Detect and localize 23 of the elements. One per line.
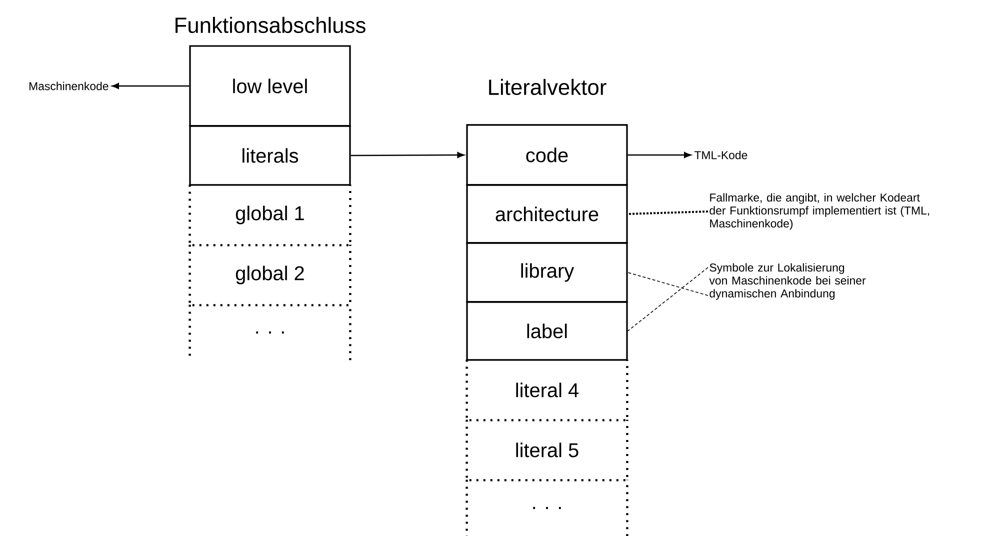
slot-box: global 2 (188, 244, 352, 306)
slot-box: literals (189, 125, 351, 186)
slot-box: library (466, 242, 628, 303)
slot-box: . . . (466, 478, 628, 536)
annotation-text: Maschinenkode (30, 82, 108, 90)
annotation-text: Fallmarke, die angibt, in welcher Kodeart der Funktionsrumpf implementiert ist (TML, Maschinenkode) (710, 193, 930, 230)
slot-box: global 1 (188, 184, 352, 246)
slot-box: literal 4 (466, 360, 628, 422)
slot-box: code (466, 124, 628, 186)
leader-line (627, 267, 708, 332)
arrow (350, 152, 464, 158)
slot-box: label (466, 301, 628, 361)
leader-line (627, 272, 708, 296)
slot-box: architecture (466, 184, 628, 244)
slot-box: . . . (188, 304, 352, 362)
annotation-text: TML-Kode (694, 150, 748, 160)
heading: Literalvektor (489, 78, 606, 96)
slot-box: literal 5 (466, 420, 628, 482)
arrow (112, 83, 190, 89)
annotation-text: Symbole zur Lokalisierung von Maschinenkode bei seiner dynamischen Anbindung (709, 263, 866, 300)
leader-line (628, 210, 708, 215)
slot-box: low level (189, 45, 351, 127)
arrow (628, 152, 692, 158)
